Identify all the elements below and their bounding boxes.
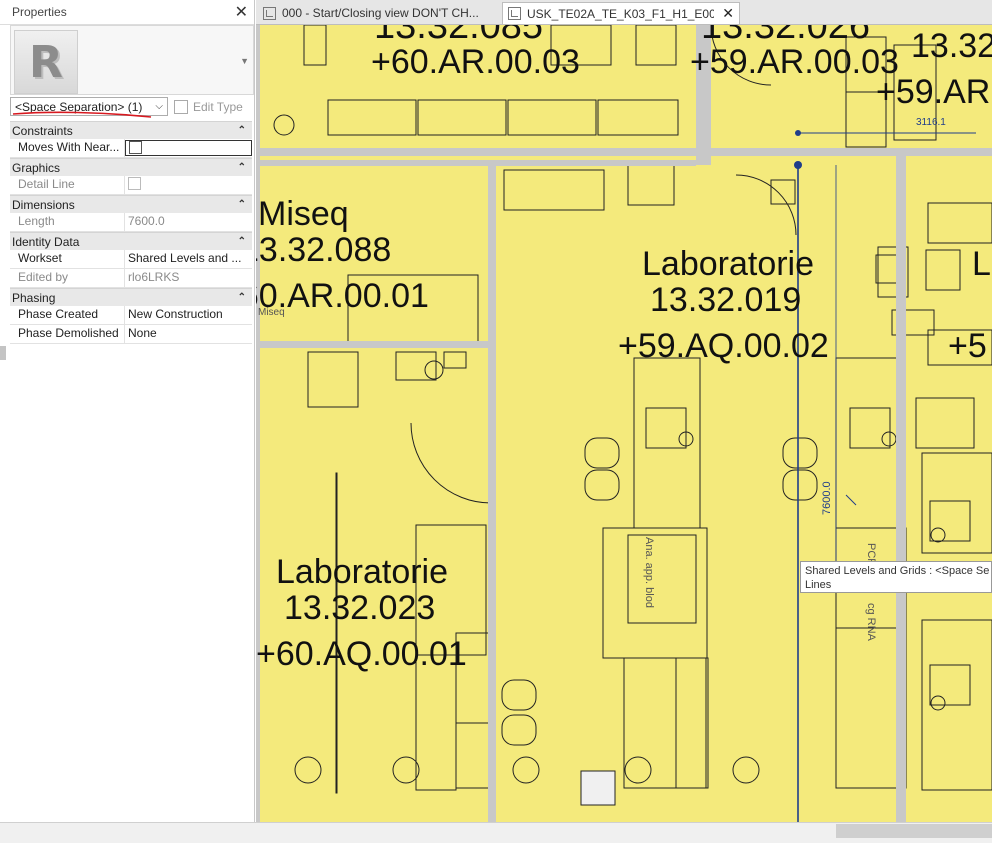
- edit-type-icon: [174, 99, 188, 114]
- collapse-chevron-icon[interactable]: ⌃: [237, 199, 246, 210]
- room-number: 13.32.019: [650, 281, 802, 319]
- room-number: 13.32: [911, 27, 992, 65]
- room-number: 13.32.088: [256, 231, 392, 269]
- room-name: L: [972, 245, 991, 283]
- property-group-header[interactable]: Graphics ⌃: [10, 158, 252, 176]
- room-code: +60.AR.00.03: [371, 43, 580, 81]
- type-preview[interactable]: R ▼: [10, 25, 254, 95]
- equipment-tag: Ana. app. blod: [643, 537, 655, 608]
- room-code: +59.AQ.00.02: [618, 327, 829, 365]
- collapse-chevron-icon[interactable]: ⌃: [237, 162, 246, 173]
- property-key: Phase Created: [10, 306, 125, 324]
- property-value: [125, 176, 252, 194]
- room-code: +60.AQ.00.01: [256, 635, 467, 673]
- revit-logo-icon: R: [14, 30, 78, 94]
- property-group-header[interactable]: Dimensions ⌃: [10, 195, 252, 213]
- checkbox[interactable]: [129, 141, 142, 154]
- property-key: Length: [10, 213, 125, 231]
- room-name: Miseq: [258, 195, 349, 233]
- horizontal-scrollbar[interactable]: [836, 824, 992, 838]
- property-row: Detail Line: [10, 176, 252, 195]
- properties-title: Properties: [12, 5, 67, 19]
- property-value[interactable]: New Construction: [128, 307, 223, 321]
- chevron-down-icon: ⌵: [155, 101, 163, 112]
- status-bar: [0, 822, 992, 843]
- collapse-chevron-icon[interactable]: ⌃: [237, 292, 246, 303]
- property-key: Edited by: [10, 269, 125, 287]
- property-value[interactable]: None: [128, 326, 157, 340]
- floor-plan-drawing: [256, 25, 992, 822]
- red-underline-annotation: [12, 111, 152, 118]
- checkbox: [128, 177, 141, 190]
- room-name: Laboratorie: [642, 245, 815, 283]
- view-icon: [263, 6, 276, 20]
- property-key: Detail Line: [10, 176, 125, 194]
- property-group-label: Phasing: [12, 290, 56, 305]
- property-key: Phase Demolished: [10, 325, 125, 343]
- dimension-label[interactable]: 3116.1: [916, 117, 946, 128]
- property-group-label: Graphics: [12, 160, 61, 175]
- property-group-label: Identity Data: [12, 234, 80, 249]
- property-row: Moves With Near...: [10, 139, 252, 158]
- close-tab-icon[interactable]: ✕: [722, 5, 734, 21]
- equipment-tag: Miseq: [258, 307, 285, 318]
- room-name: Laboratorie: [276, 553, 449, 591]
- edit-type-button[interactable]: Edit Type: [174, 97, 246, 116]
- properties-palette: Properties ✕ R ▼ <Space Separation> (1) …: [0, 0, 255, 822]
- property-group-label: Dimensions: [12, 197, 75, 212]
- property-value[interactable]: [125, 140, 252, 156]
- tab-start-view[interactable]: 000 - Start/Closing view DON'T CH...: [258, 2, 502, 24]
- close-icon[interactable]: ✕: [234, 4, 248, 21]
- room-code: +5: [948, 327, 987, 365]
- tab-active-view[interactable]: USK_TE02A_TE_K03_F1_H1_E00_... ✕: [502, 2, 740, 24]
- room-code: +59.AR: [876, 73, 991, 111]
- drawing-canvas[interactable]: 13.32.085 +60.AR.00.03 13.32.026 +59.AR.…: [256, 25, 992, 822]
- view-tabs: 000 - Start/Closing view DON'T CH... USK…: [256, 0, 992, 25]
- collapse-chevron-icon[interactable]: ⌃: [237, 125, 246, 136]
- room-code: +60.AR.00.01: [256, 277, 429, 315]
- property-group-label: Constraints: [12, 123, 73, 138]
- panel-resize-handle[interactable]: [0, 346, 6, 360]
- view-icon: [508, 7, 521, 20]
- room-code: +59.AR.00.03: [690, 43, 899, 81]
- dimension-label[interactable]: 7600.0: [821, 481, 833, 515]
- property-value[interactable]: Shared Levels and ...: [128, 251, 242, 265]
- type-dropdown-arrow-icon[interactable]: ▼: [240, 56, 249, 66]
- property-value: 7600.0: [128, 214, 165, 228]
- instance-filter-label: <Space Separation> (1): [15, 99, 143, 114]
- equipment-tag: cg RNA: [865, 603, 877, 641]
- element-tooltip: Shared Levels and Grids : <Space Se Line…: [800, 561, 992, 593]
- property-group-header[interactable]: Constraints ⌃: [10, 121, 252, 139]
- properties-header: Properties ✕: [0, 0, 254, 25]
- property-key: Workset: [10, 250, 125, 268]
- property-group-header[interactable]: Identity Data ⌃: [10, 232, 252, 250]
- collapse-chevron-icon[interactable]: ⌃: [237, 236, 246, 247]
- property-value: rlo6LRKS: [128, 270, 180, 284]
- property-group-header[interactable]: Phasing ⌃: [10, 288, 252, 306]
- instance-filter-dropdown[interactable]: <Space Separation> (1) ⌵: [10, 97, 168, 116]
- room-number: 13.32.023: [284, 589, 436, 627]
- properties-grid: Constraints⌃Moves With Near...Graphics⌃D…: [10, 121, 252, 344]
- room-number: 13.32.026: [701, 25, 871, 47]
- property-key: Moves With Near...: [10, 139, 125, 157]
- room-number: 13.32.085: [374, 25, 544, 47]
